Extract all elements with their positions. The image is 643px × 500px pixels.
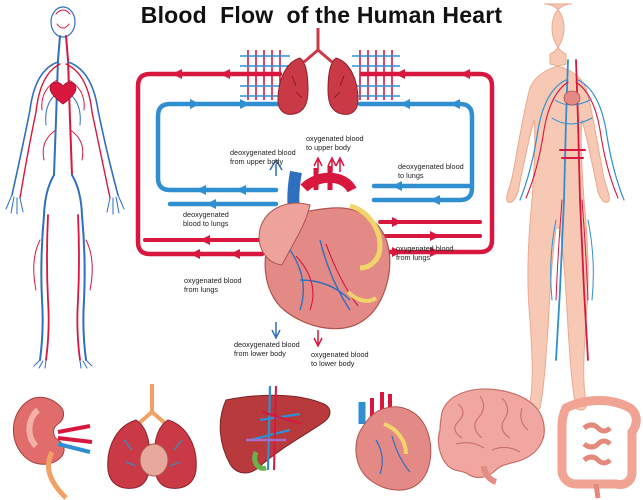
lungs-illustration [277, 28, 359, 115]
heart-diagram [258, 156, 391, 348]
kidney-icon [12, 396, 93, 500]
lung-capillary-grid [240, 50, 400, 100]
human-body-vessels-figure [506, 3, 625, 411]
liver-icon [219, 385, 331, 474]
lungs-icon [107, 384, 197, 489]
circulatory-system-figure [5, 6, 125, 369]
heart-icon [355, 392, 432, 491]
brain-icon [437, 388, 545, 485]
diagram-title: Blood Flow of the Human Heart [140, 2, 503, 28]
intestine-icon [557, 396, 641, 499]
blood-circuit-loops [135, 69, 495, 259]
